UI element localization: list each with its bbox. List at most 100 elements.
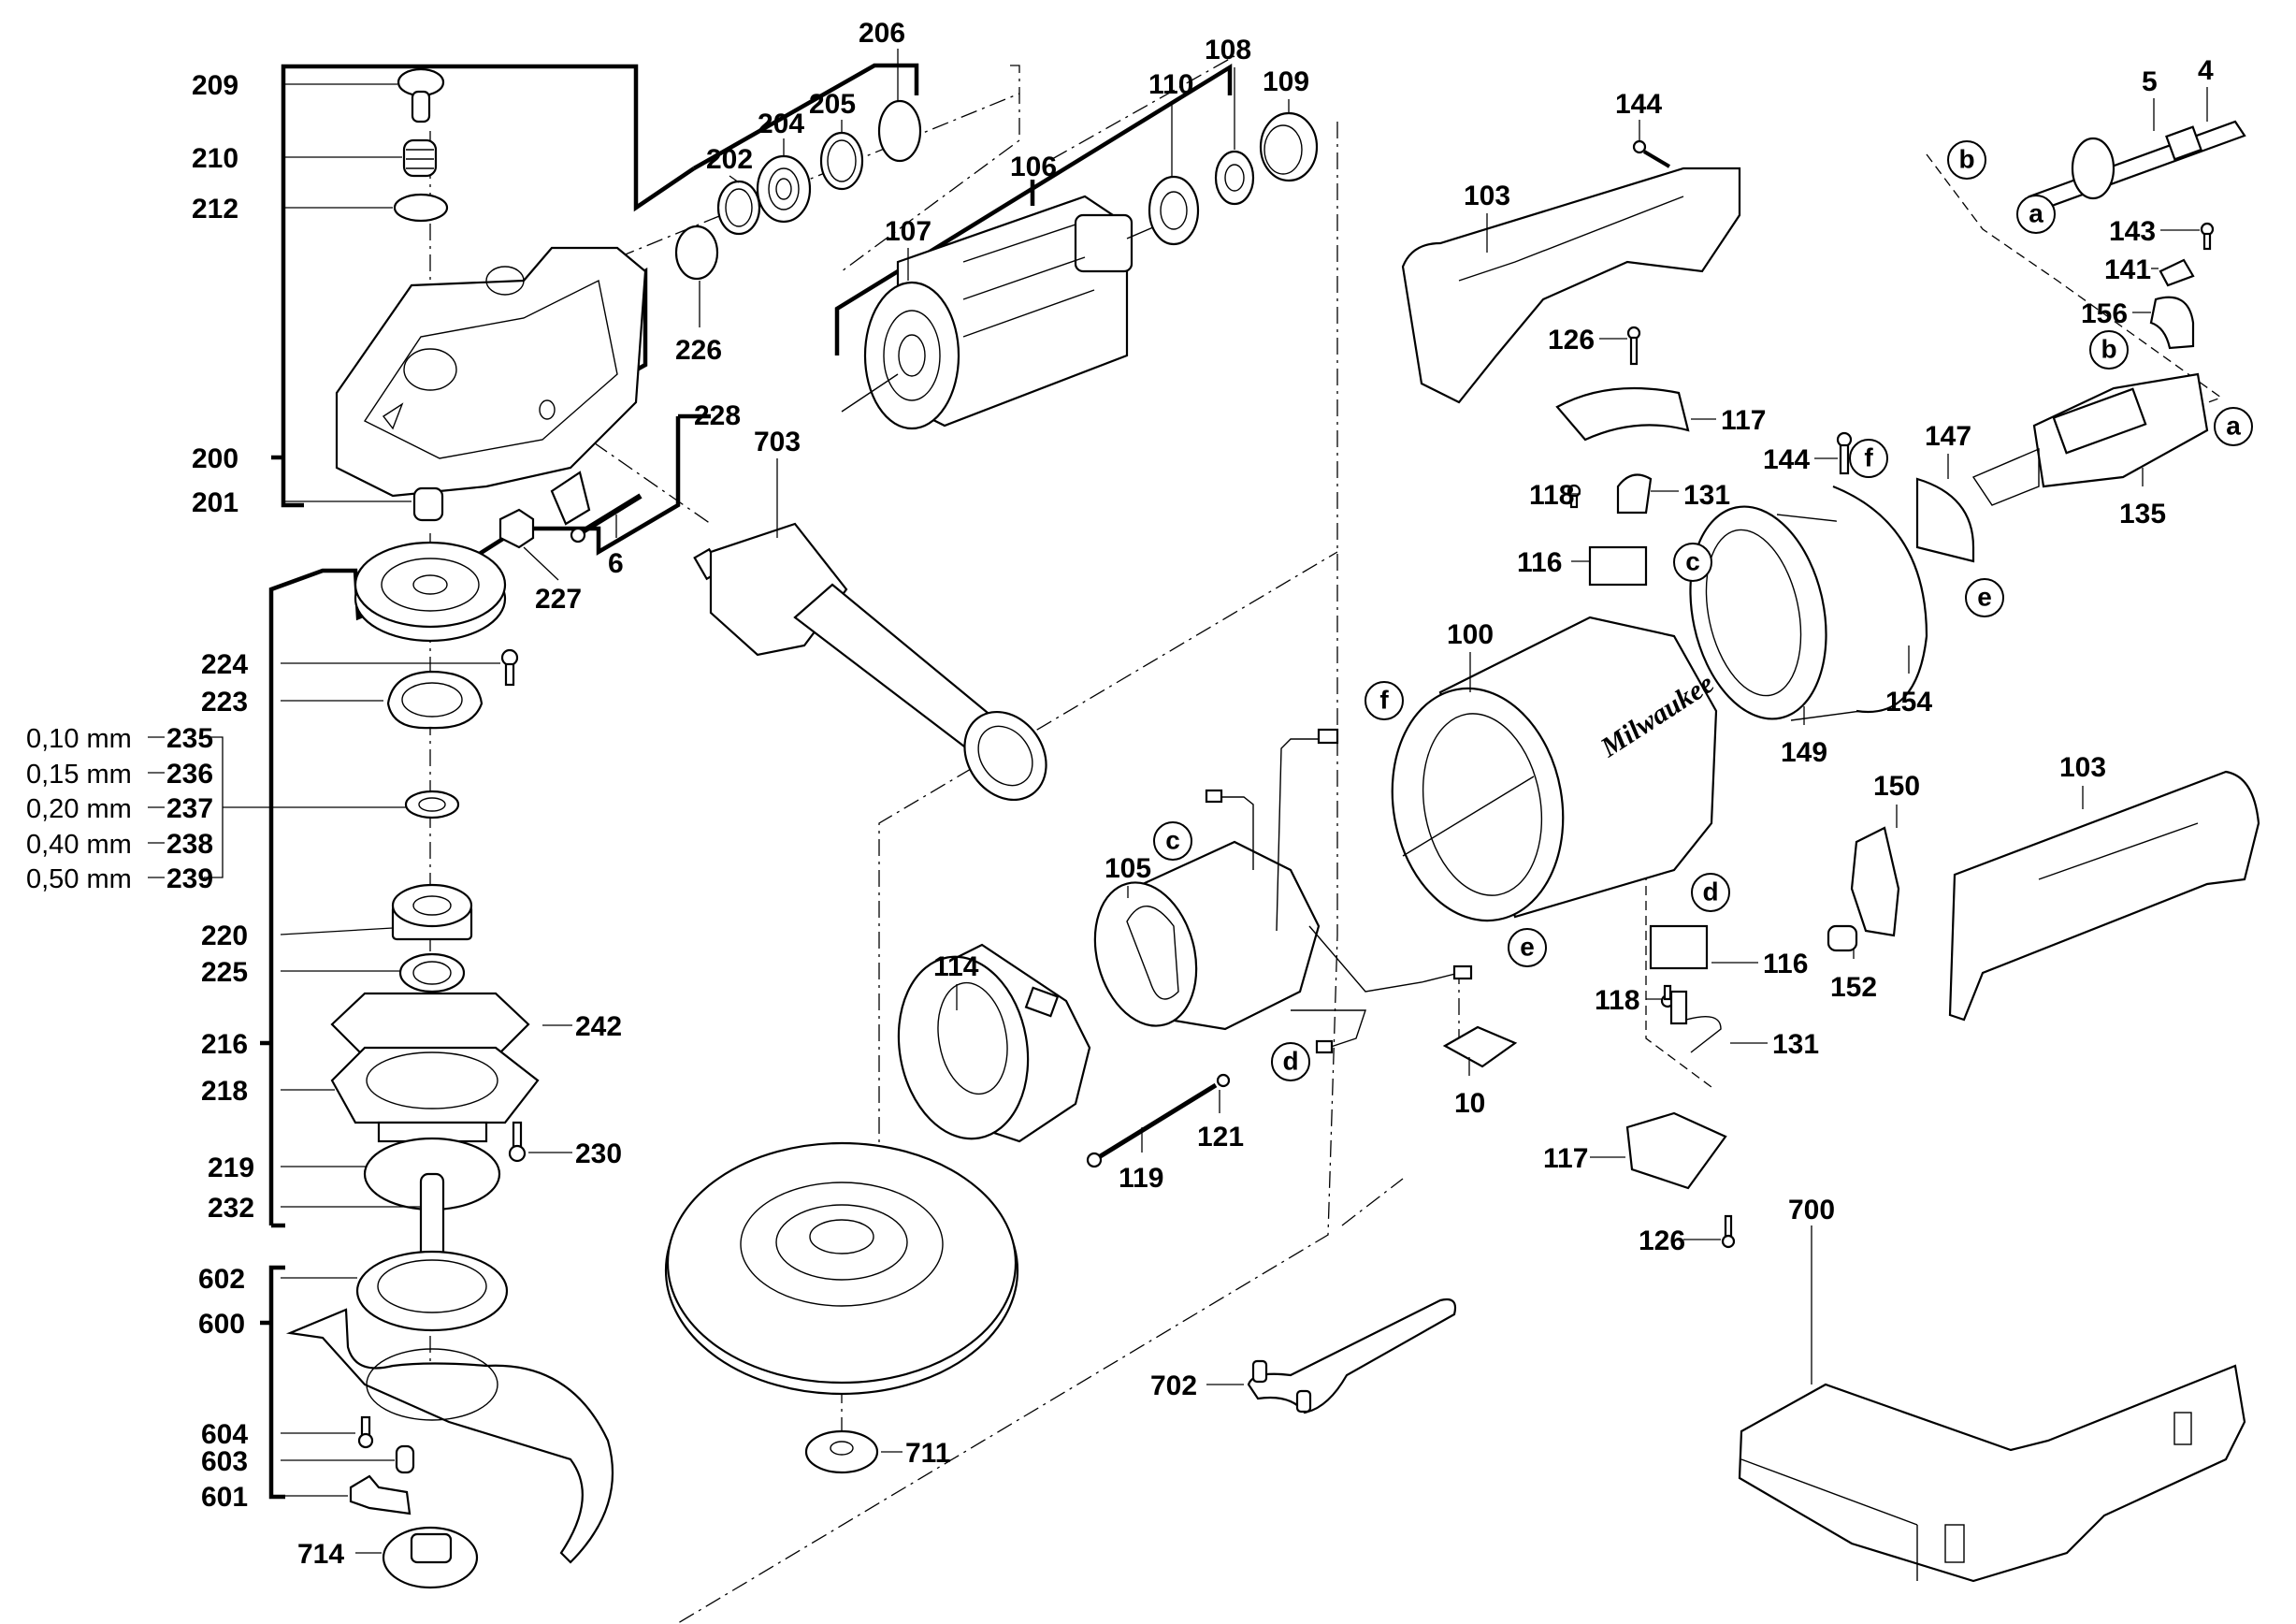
label-603: 603 (201, 1446, 248, 1477)
label-604: 604 (201, 1419, 248, 1450)
label-100: 100 (1447, 619, 1494, 650)
part-230-screw (508, 1121, 527, 1163)
label-237: 237 (166, 793, 213, 824)
label-149: 149 (1781, 737, 1827, 768)
part-237-shim (404, 790, 460, 819)
part-143-screw (2200, 222, 2215, 251)
label-144b: 144 (1763, 444, 1810, 475)
label-210: 210 (192, 143, 238, 174)
part-100-motor-housing: Milwaukee (1391, 616, 1719, 922)
part-126-screw-2 (1721, 1214, 1736, 1249)
part-116-brush-holder (1588, 545, 1648, 587)
label-109: 109 (1263, 66, 1309, 97)
label-236: 236 (166, 759, 213, 790)
label-202: 202 (706, 144, 753, 175)
label-235: 235 (166, 723, 213, 754)
marker-f-field: f (1365, 681, 1404, 720)
label-107: 107 (885, 216, 931, 247)
shim-thickness-238: 0,40 mm (26, 830, 132, 860)
marker-b-cable: b (1947, 140, 1986, 180)
part-218-bearing-flange (330, 1046, 540, 1143)
label-105: 105 (1105, 853, 1151, 884)
marker-e-field: e (1508, 928, 1547, 967)
label-106: 106 (1010, 152, 1057, 182)
shim-thickness-235: 0,10 mm (26, 724, 132, 754)
label-131b: 131 (1772, 1029, 1819, 1060)
part-226-nut (674, 225, 719, 281)
part-106-armature (841, 195, 1161, 430)
label-200: 200 (192, 443, 238, 474)
marker-b-switch: b (2089, 330, 2129, 370)
leader-lines (280, 49, 2208, 1554)
label-602: 602 (198, 1264, 245, 1295)
label-225: 225 (201, 957, 248, 988)
part-10-nameplate (1442, 1025, 1518, 1068)
label-216: 216 (201, 1029, 248, 1060)
marker-d-brush: d (1691, 873, 1730, 912)
part-126-screw (1626, 326, 1641, 366)
bracket-600 (268, 1265, 285, 1500)
marker-a-cable: a (2016, 195, 2056, 234)
label-228: 228 (694, 400, 741, 431)
shim-thickness-237: 0,20 mm (26, 794, 132, 824)
label-117: 117 (1721, 405, 1766, 436)
label-714: 714 (297, 1539, 344, 1570)
label-703: 703 (754, 427, 801, 457)
label-118b: 118 (1595, 985, 1639, 1016)
label-116b: 116 (1763, 949, 1808, 979)
label-6: 6 (608, 548, 624, 579)
marker-e-switch: e (1965, 578, 2004, 617)
part-117-brush-cover-2 (1625, 1111, 1727, 1190)
part-603-spring (395, 1444, 415, 1474)
svg-text:b: b (1958, 145, 1974, 174)
shim-thickness-236: 0,15 mm (26, 760, 132, 790)
label-206: 206 (859, 18, 905, 49)
part-150-switch-lever (1850, 826, 1900, 937)
part-206-circlip (877, 99, 922, 163)
part-204-bearing (756, 154, 812, 224)
part-108-bearing (1214, 150, 1255, 206)
parts: Milwaukee (285, 67, 2260, 1589)
part-702-spanner-wrench (1247, 1298, 1457, 1414)
label-601: 601 (201, 1482, 248, 1513)
part-114-air-guide (897, 943, 1091, 1143)
label-150: 150 (1873, 771, 1920, 802)
part-103-handle-lower (1948, 770, 2260, 1022)
label-209: 209 (192, 70, 238, 101)
part-224-screw (500, 648, 519, 687)
label-238: 238 (166, 829, 213, 860)
part-201-bushing (412, 486, 444, 522)
label-126b: 126 (1639, 1225, 1685, 1256)
svg-text:a: a (2226, 412, 2241, 441)
label-141: 141 (2104, 254, 2151, 285)
part-pinion-gear (550, 471, 591, 526)
label-152: 152 (1830, 972, 1877, 1003)
label-108: 108 (1205, 35, 1251, 65)
marker-f-switch: f (1849, 439, 1888, 478)
label-220: 220 (201, 921, 248, 951)
label-219: 219 (208, 1153, 254, 1183)
part-604-screw (357, 1415, 374, 1449)
label-117b: 117 (1543, 1143, 1588, 1174)
label-154: 154 (1885, 687, 1932, 718)
label-156: 156 (2081, 298, 2128, 329)
part-105-field-stator (1093, 840, 1321, 1031)
label-5: 5 (2142, 66, 2158, 97)
label-711: 711 (905, 1438, 950, 1469)
marker-a-switch: a (2214, 407, 2253, 446)
label-227: 227 (535, 584, 582, 615)
part-227-nut (498, 508, 535, 549)
label-116: 116 (1517, 547, 1562, 578)
part-600-wheel-guard (285, 1308, 614, 1564)
part-4-5-cable-and-protector (2028, 120, 2246, 212)
label-103b: 103 (2059, 752, 2106, 783)
label-121: 121 (1197, 1122, 1244, 1153)
label-218: 218 (201, 1076, 248, 1107)
label-223: 223 (201, 687, 248, 718)
label-212: 212 (192, 194, 238, 225)
part-grinding-disc (664, 1141, 1019, 1396)
label-600: 600 (198, 1309, 245, 1340)
part-154-seal (1832, 485, 1928, 714)
part-number-labels: 209 210 212 200 201 202 204 205 206 226 … (26, 18, 2214, 1570)
label-230: 230 (575, 1138, 622, 1169)
